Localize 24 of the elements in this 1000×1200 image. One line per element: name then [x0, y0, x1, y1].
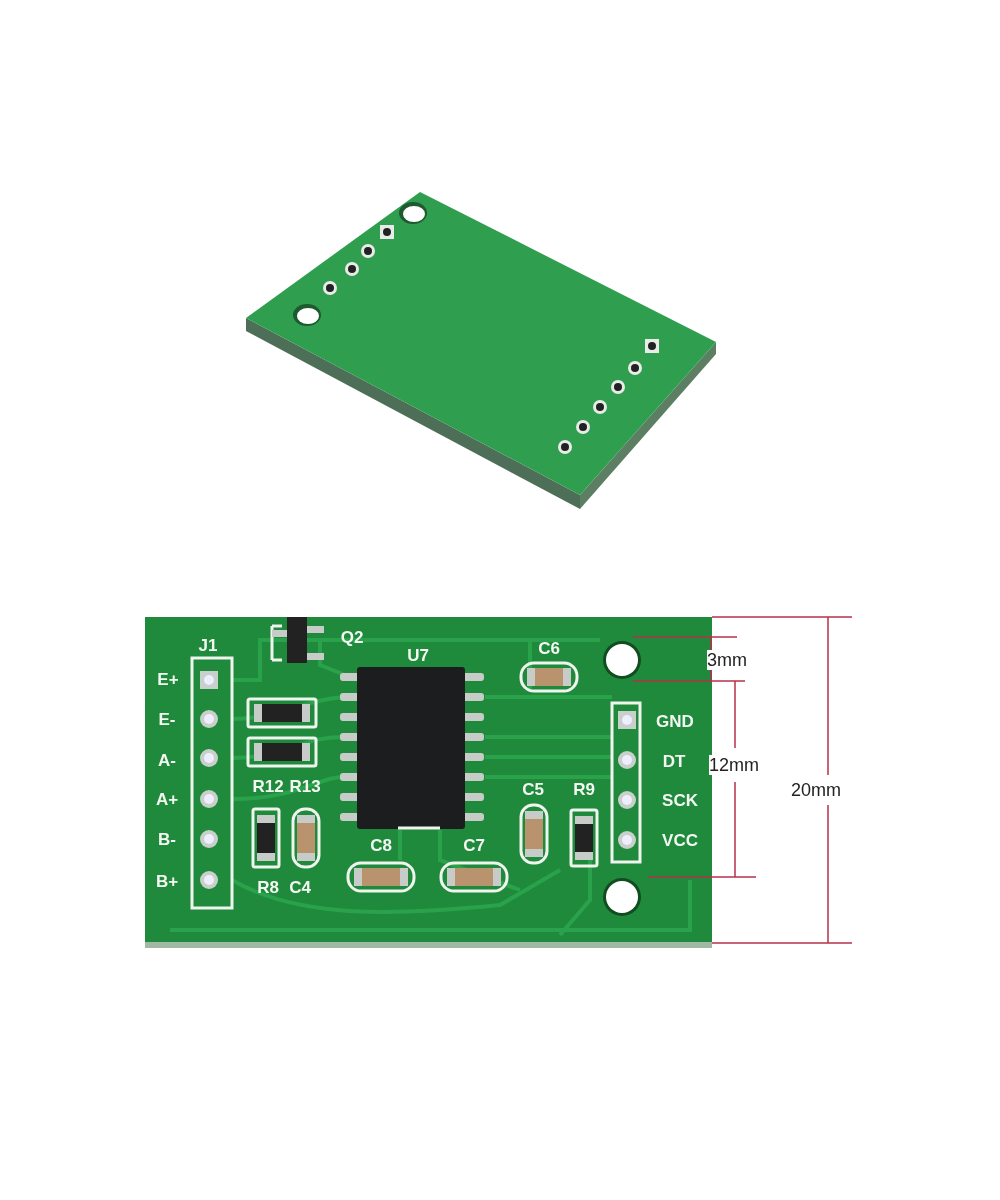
silkscreen-label: C8: [370, 836, 392, 854]
silkscreen-label: E+: [157, 670, 179, 688]
silkscreen-label: GND: [656, 712, 694, 730]
dimension-label: 12mm: [709, 755, 759, 775]
silkscreen-label: C5: [522, 780, 544, 798]
silkscreen-label: B+: [155, 872, 179, 890]
silkscreen-label: E-: [158, 710, 176, 728]
silkscreen-label: C7: [463, 836, 485, 854]
silkscreen-label: R12: [252, 777, 284, 795]
silkscreen-label: J1: [198, 636, 218, 654]
silkscreen-label: B-: [158, 830, 176, 848]
silkscreen-label: A+: [155, 790, 179, 808]
silkscreen-label: Q2: [340, 628, 364, 646]
silkscreen-label: C4: [289, 878, 311, 896]
silkscreen-label: U7: [407, 646, 429, 664]
silkscreen-label: SCK: [662, 791, 698, 809]
silkscreen-label: R9: [573, 780, 595, 798]
silkscreen-label: R13: [289, 777, 321, 795]
silkscreen-label: A-: [158, 751, 176, 769]
silkscreen-label: R8: [257, 878, 279, 896]
silkscreen-label: DT: [662, 752, 686, 770]
dimension-label: 3mm: [707, 650, 747, 670]
silkscreen-label: VCC: [662, 831, 698, 849]
silkscreen-label: C6: [538, 639, 560, 657]
